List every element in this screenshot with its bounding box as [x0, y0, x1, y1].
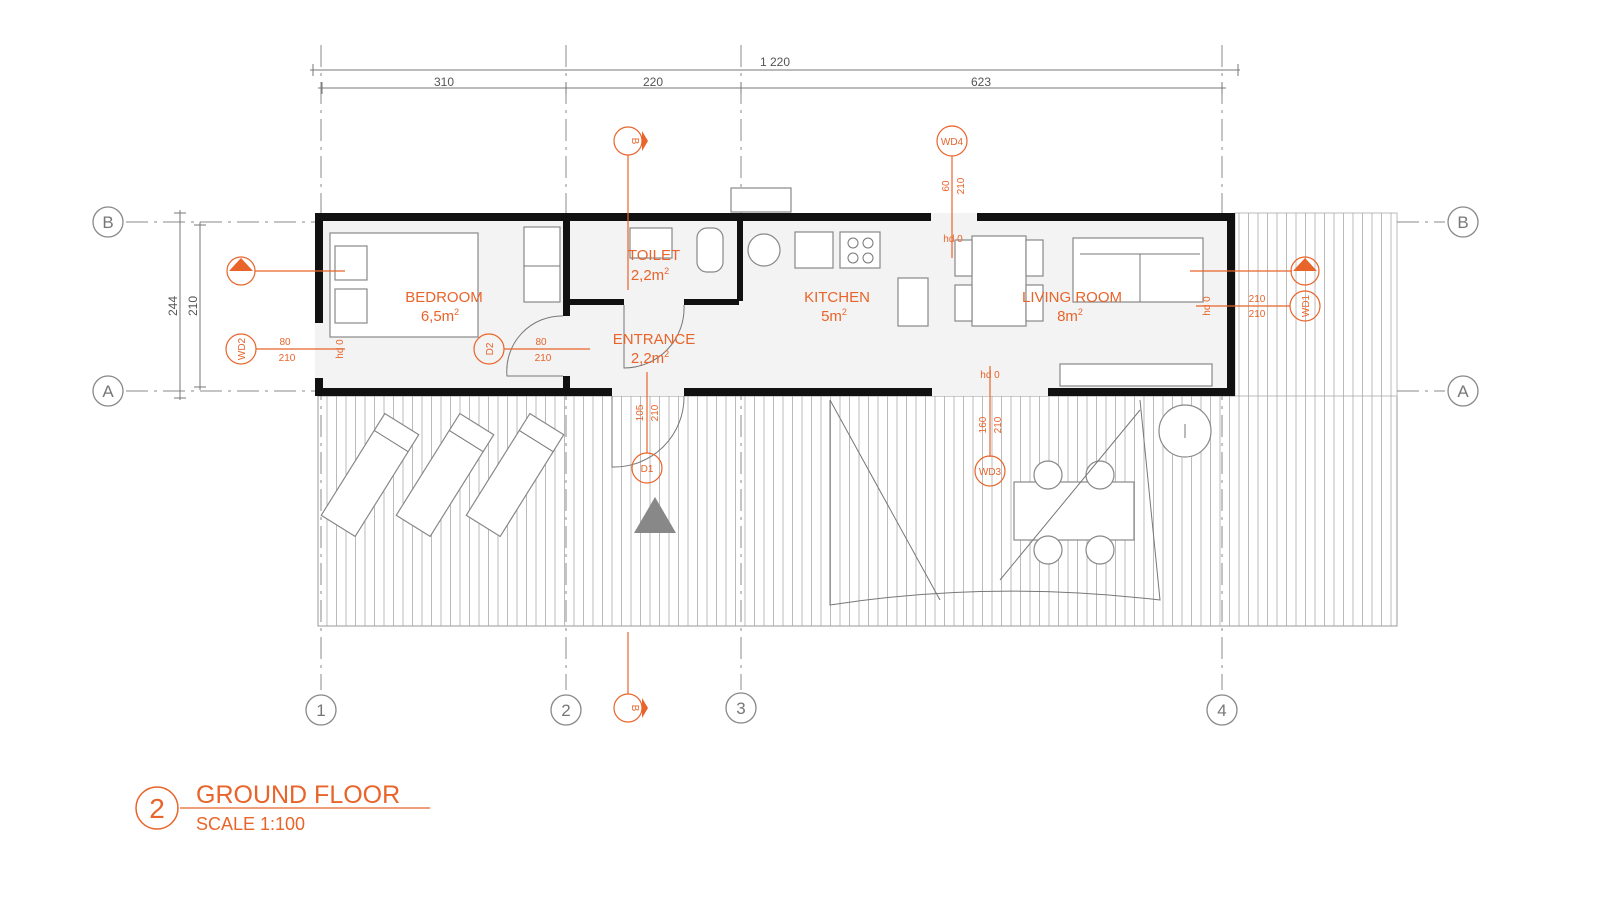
section-a-left: A: [238, 263, 245, 274]
wd3-width: 160: [978, 416, 989, 433]
entrance-arrow-icon: [634, 497, 676, 533]
dining-table: [971, 235, 1027, 327]
section-b-bottom: B: [629, 705, 640, 712]
sink: [629, 227, 673, 259]
section-b-top: B: [629, 138, 640, 145]
tag-wd4: WD4: [941, 137, 964, 148]
wd4-width: 60: [941, 180, 952, 192]
d1-width: 105: [635, 404, 646, 421]
section-a-right: A: [1302, 263, 1309, 274]
furniture: [320, 187, 1213, 606]
room-toilet-area: 2,2m2: [631, 266, 669, 284]
dim-segment-2: 220: [643, 75, 663, 89]
title-name: GROUND FLOOR: [196, 781, 400, 809]
dim-segment-1: 310: [434, 75, 454, 89]
grid-col-1: 1: [316, 701, 325, 720]
grid-row-b-left: B: [102, 213, 113, 232]
wd1-width: 210: [1249, 294, 1266, 305]
grid-col-4: 4: [1217, 701, 1226, 720]
sofa: [1072, 237, 1204, 303]
tag-d1: D1: [641, 464, 654, 475]
d2-width: 80: [535, 337, 547, 348]
room-living-area: 8m2: [1057, 307, 1083, 325]
wd2-height: 210: [279, 353, 296, 364]
kitchen-sink: [794, 231, 834, 269]
title-scale: SCALE 1:100: [196, 814, 305, 834]
wd1-height: 210: [1249, 309, 1266, 320]
grid-row-b-right: B: [1457, 213, 1468, 232]
room-bedroom-area: 6,5m2: [421, 307, 459, 325]
doors: [506, 304, 685, 468]
dim-segment-3: 623: [971, 75, 991, 89]
room-labels: BEDROOM 6,5m2 TOILET 2,2m2 ENTRANCE 2,2m…: [405, 247, 1122, 367]
wd4-hd: hd 0: [943, 234, 963, 245]
tag-d2: D2: [485, 342, 496, 355]
wd1-hd: hd 0: [1202, 296, 1213, 316]
tv-bench: [1059, 363, 1213, 387]
stove: [839, 231, 881, 269]
room-living-name: LIVING ROOM: [1022, 289, 1122, 306]
grid-col-2: 2: [561, 701, 570, 720]
d2-height: 210: [535, 353, 552, 364]
grid-row-a-right: A: [1457, 382, 1469, 401]
title-block: 2 GROUND FLOOR SCALE 1:100: [135, 781, 430, 834]
room-kitchen-name: KITCHEN: [804, 289, 870, 306]
wd3-hd: hd 0: [980, 370, 1000, 381]
room-toilet-name: TOILET: [628, 247, 680, 264]
washing-machine: [747, 233, 781, 267]
tag-wd3: WD3: [979, 467, 1002, 478]
section-markers: B B A A: [226, 126, 1320, 723]
wd3-height: 210: [993, 416, 1004, 433]
outdoor-table: [1013, 481, 1135, 541]
walls: [315, 213, 1235, 396]
toilet-bowl: [696, 227, 724, 273]
room-kitchen-area: 5m2: [821, 307, 847, 325]
ac-unit: [730, 187, 792, 213]
dim-overall: 1 220: [760, 55, 790, 69]
room-entrance-area: 2,2m2: [631, 349, 669, 367]
wardrobe: [523, 226, 561, 303]
tag-wd1: WD1: [1301, 294, 1312, 317]
opening-tags: WD2 80 210 hd 0 D2 80 210 D1 105 210 WD4…: [225, 125, 1321, 487]
grid-lines: [126, 45, 1445, 690]
d1-height: 210: [650, 404, 661, 421]
wd2-hd: hd 0: [335, 339, 346, 359]
wd2-width: 80: [279, 337, 291, 348]
counter: [897, 277, 929, 327]
tag-wd2: WD2: [237, 337, 248, 360]
dim-height-outer: 244: [166, 296, 180, 316]
dimension-lines: 1 220 310 220 623 244 210: [166, 55, 1240, 400]
room-entrance-name: ENTRANCE: [613, 331, 696, 348]
title-number: 2: [149, 793, 165, 824]
wd4-height: 210: [956, 177, 967, 194]
grid-row-a-left: A: [102, 382, 114, 401]
room-bedroom-name: BEDROOM: [405, 289, 483, 306]
dim-height-inner: 210: [186, 296, 200, 316]
grid-col-3: 3: [736, 699, 745, 718]
grid-bubbles: 1 2 3 4 B A B A: [92, 206, 1479, 726]
